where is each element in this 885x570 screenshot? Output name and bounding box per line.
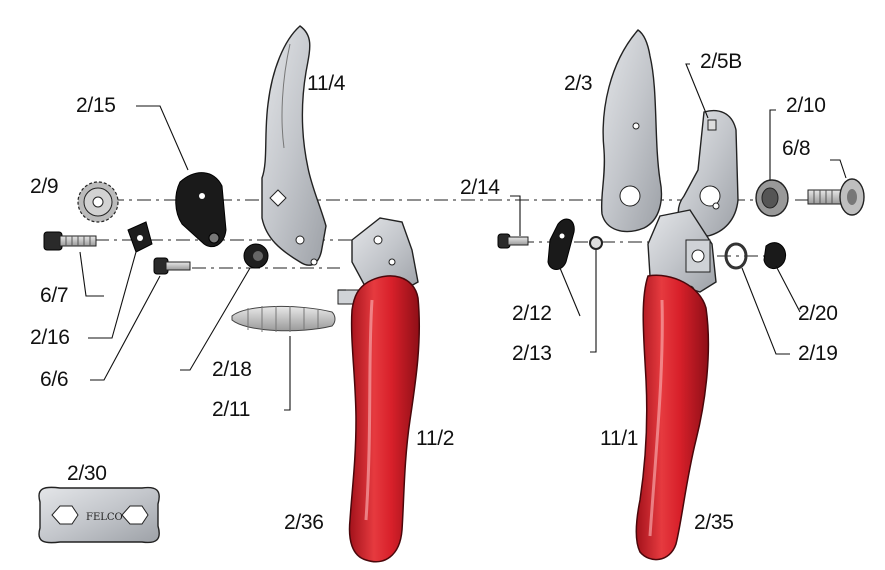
part-2-30: FELCO xyxy=(38,486,160,544)
part-2-20 xyxy=(763,242,786,269)
label-2-15: 2/15 xyxy=(76,94,116,117)
label-2-18: 2/18 xyxy=(212,358,252,381)
part-2-12 xyxy=(547,218,575,270)
label-2-3: 2/3 xyxy=(564,72,593,95)
label-2-5b: 2/5B xyxy=(700,50,742,73)
red-handle-2-36 xyxy=(348,275,421,563)
red-handle-2-35 xyxy=(635,274,710,561)
part-2-19 xyxy=(724,242,748,270)
label-6-7: 6/7 xyxy=(40,284,69,307)
part-6-6 xyxy=(153,257,191,275)
label-2-11: 2/11 xyxy=(212,398,251,421)
lower-handle-head-11-2 xyxy=(337,217,419,305)
label-6-6: 6/6 xyxy=(40,368,69,391)
label-6-8: 6/8 xyxy=(782,137,811,160)
anvil-blade-11-4 xyxy=(261,25,327,266)
part-2-13 xyxy=(589,236,603,250)
label-11-4: 11/4 xyxy=(307,72,346,95)
label-2-12: 2/12 xyxy=(512,302,552,325)
label-2-30: 2/30 xyxy=(67,462,107,485)
blade-2-3 xyxy=(600,29,663,233)
part-2-18 xyxy=(243,243,269,269)
label-2-13: 2/13 xyxy=(512,342,552,365)
leader-lines xyxy=(79,63,847,411)
upper-handle-2-5b xyxy=(677,109,739,237)
part-6-8 xyxy=(807,178,865,216)
wrench-logo-text: FELCO xyxy=(86,512,123,523)
part-2-14 xyxy=(497,233,529,249)
label-2-14: 2/14 xyxy=(460,176,500,199)
label-2-20: 2/20 xyxy=(798,302,838,325)
part-2-9 xyxy=(77,181,119,223)
part-2-15 xyxy=(175,172,227,248)
label-2-10: 2/10 xyxy=(786,94,826,117)
part-2-16 xyxy=(127,221,153,253)
label-2-9: 2/9 xyxy=(30,175,59,198)
part-6-7 xyxy=(43,231,97,251)
label-2-19: 2/19 xyxy=(798,342,838,365)
label-2-35: 2/35 xyxy=(694,511,734,534)
label-2-36: 2/36 xyxy=(284,511,324,534)
label-11-2: 11/2 xyxy=(416,427,455,450)
label-11-1: 11/1 xyxy=(600,427,639,450)
label-2-16: 2/16 xyxy=(30,326,70,349)
part-2-11 xyxy=(231,305,336,332)
part-2-10 xyxy=(755,179,789,217)
